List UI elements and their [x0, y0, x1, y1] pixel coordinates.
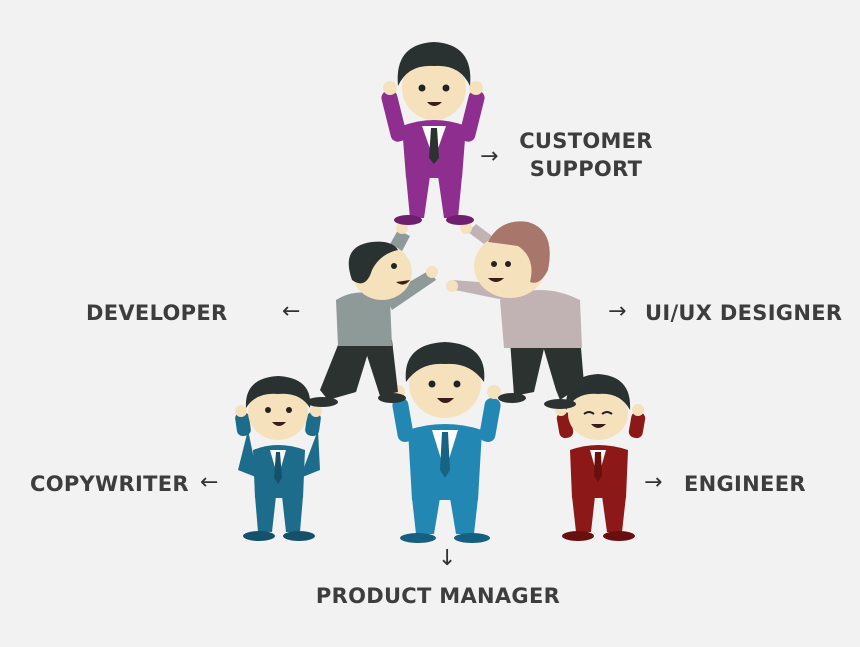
customer-support-figure — [381, 42, 485, 225]
developer-label: DEVELOPER — [86, 301, 228, 325]
uiux-designer-figure — [446, 221, 584, 409]
copywriter-arrow-icon: ← — [200, 470, 219, 495]
copywriter-figure — [235, 376, 322, 541]
developer-arrow-icon: ← — [282, 299, 301, 324]
customer-support-arrow-icon: → — [480, 144, 499, 169]
uiux-designer-arrow-icon: → — [608, 299, 627, 324]
product-manager-label: PRODUCT MANAGER — [315, 584, 561, 608]
engineer-figure — [555, 374, 646, 541]
customer-support-label-line1: CUSTOMER — [519, 129, 653, 153]
developer-figure — [306, 222, 438, 407]
copywriter-label: COPYWRITER — [30, 472, 189, 496]
product-manager-figure — [391, 342, 501, 543]
product-manager-arrow-icon: ↓ — [438, 546, 457, 571]
customer-support-label-line2: SUPPORT — [529, 157, 643, 181]
uiux-designer-label: UI/UX DESIGNER — [645, 301, 843, 325]
customer-support-label: CUSTOMER SUPPORT — [516, 127, 656, 183]
engineer-arrow-icon: → — [644, 470, 663, 495]
engineer-label: ENGINEER — [684, 472, 806, 496]
